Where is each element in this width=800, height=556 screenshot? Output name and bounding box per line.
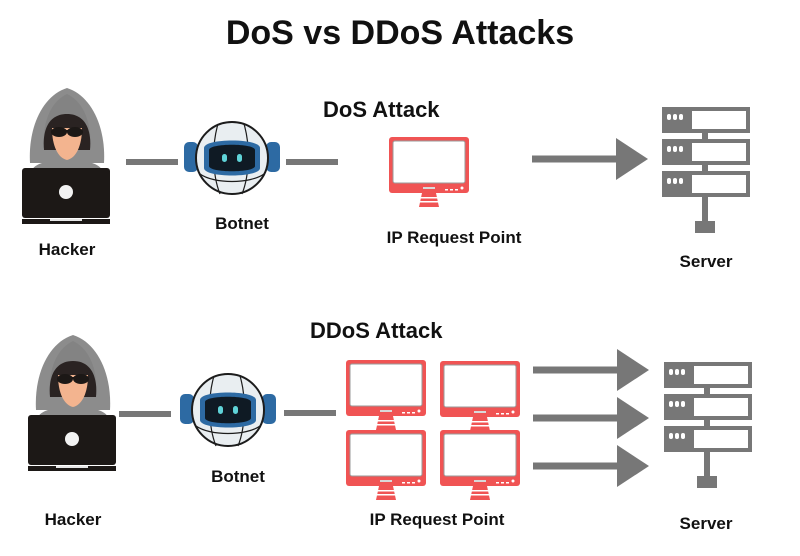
monitor-icon xyxy=(439,360,521,432)
connector-botnet-request xyxy=(286,159,338,165)
botnet-robot-icon xyxy=(179,373,277,447)
hacker-label: Hacker xyxy=(44,510,102,529)
arrow-icon xyxy=(532,138,648,180)
arrow-icon xyxy=(533,397,649,439)
monitor-icon xyxy=(388,136,470,208)
connector-hacker-botnet xyxy=(119,411,171,417)
server-label: Server xyxy=(679,514,733,533)
botnet-label: Botnet xyxy=(211,467,265,486)
botnet-robot-icon xyxy=(183,121,281,195)
botnet-label: Botnet xyxy=(215,214,269,233)
ip-request-point-label: IP Request Point xyxy=(386,228,522,247)
ip-request-point-label: IP Request Point xyxy=(369,510,505,529)
monitor-icon xyxy=(345,359,427,431)
server-label: Server xyxy=(679,252,733,271)
dos-section-title: DoS Attack xyxy=(323,97,440,122)
connector-hacker-botnet xyxy=(126,159,178,165)
server-icon xyxy=(664,362,752,488)
monitor-icon xyxy=(439,429,521,501)
monitor-icon xyxy=(345,429,427,501)
ddos-section-title: DDoS Attack xyxy=(310,318,443,343)
hacker-icon xyxy=(28,335,116,471)
arrow-icon xyxy=(533,445,649,487)
connector-botnet-request xyxy=(284,410,336,416)
diagram-title: DoS vs DDoS Attacks xyxy=(225,14,575,52)
arrow-icon xyxy=(533,349,649,391)
server-icon xyxy=(662,107,750,233)
hacker-icon xyxy=(22,88,110,224)
hacker-label: Hacker xyxy=(38,240,96,259)
